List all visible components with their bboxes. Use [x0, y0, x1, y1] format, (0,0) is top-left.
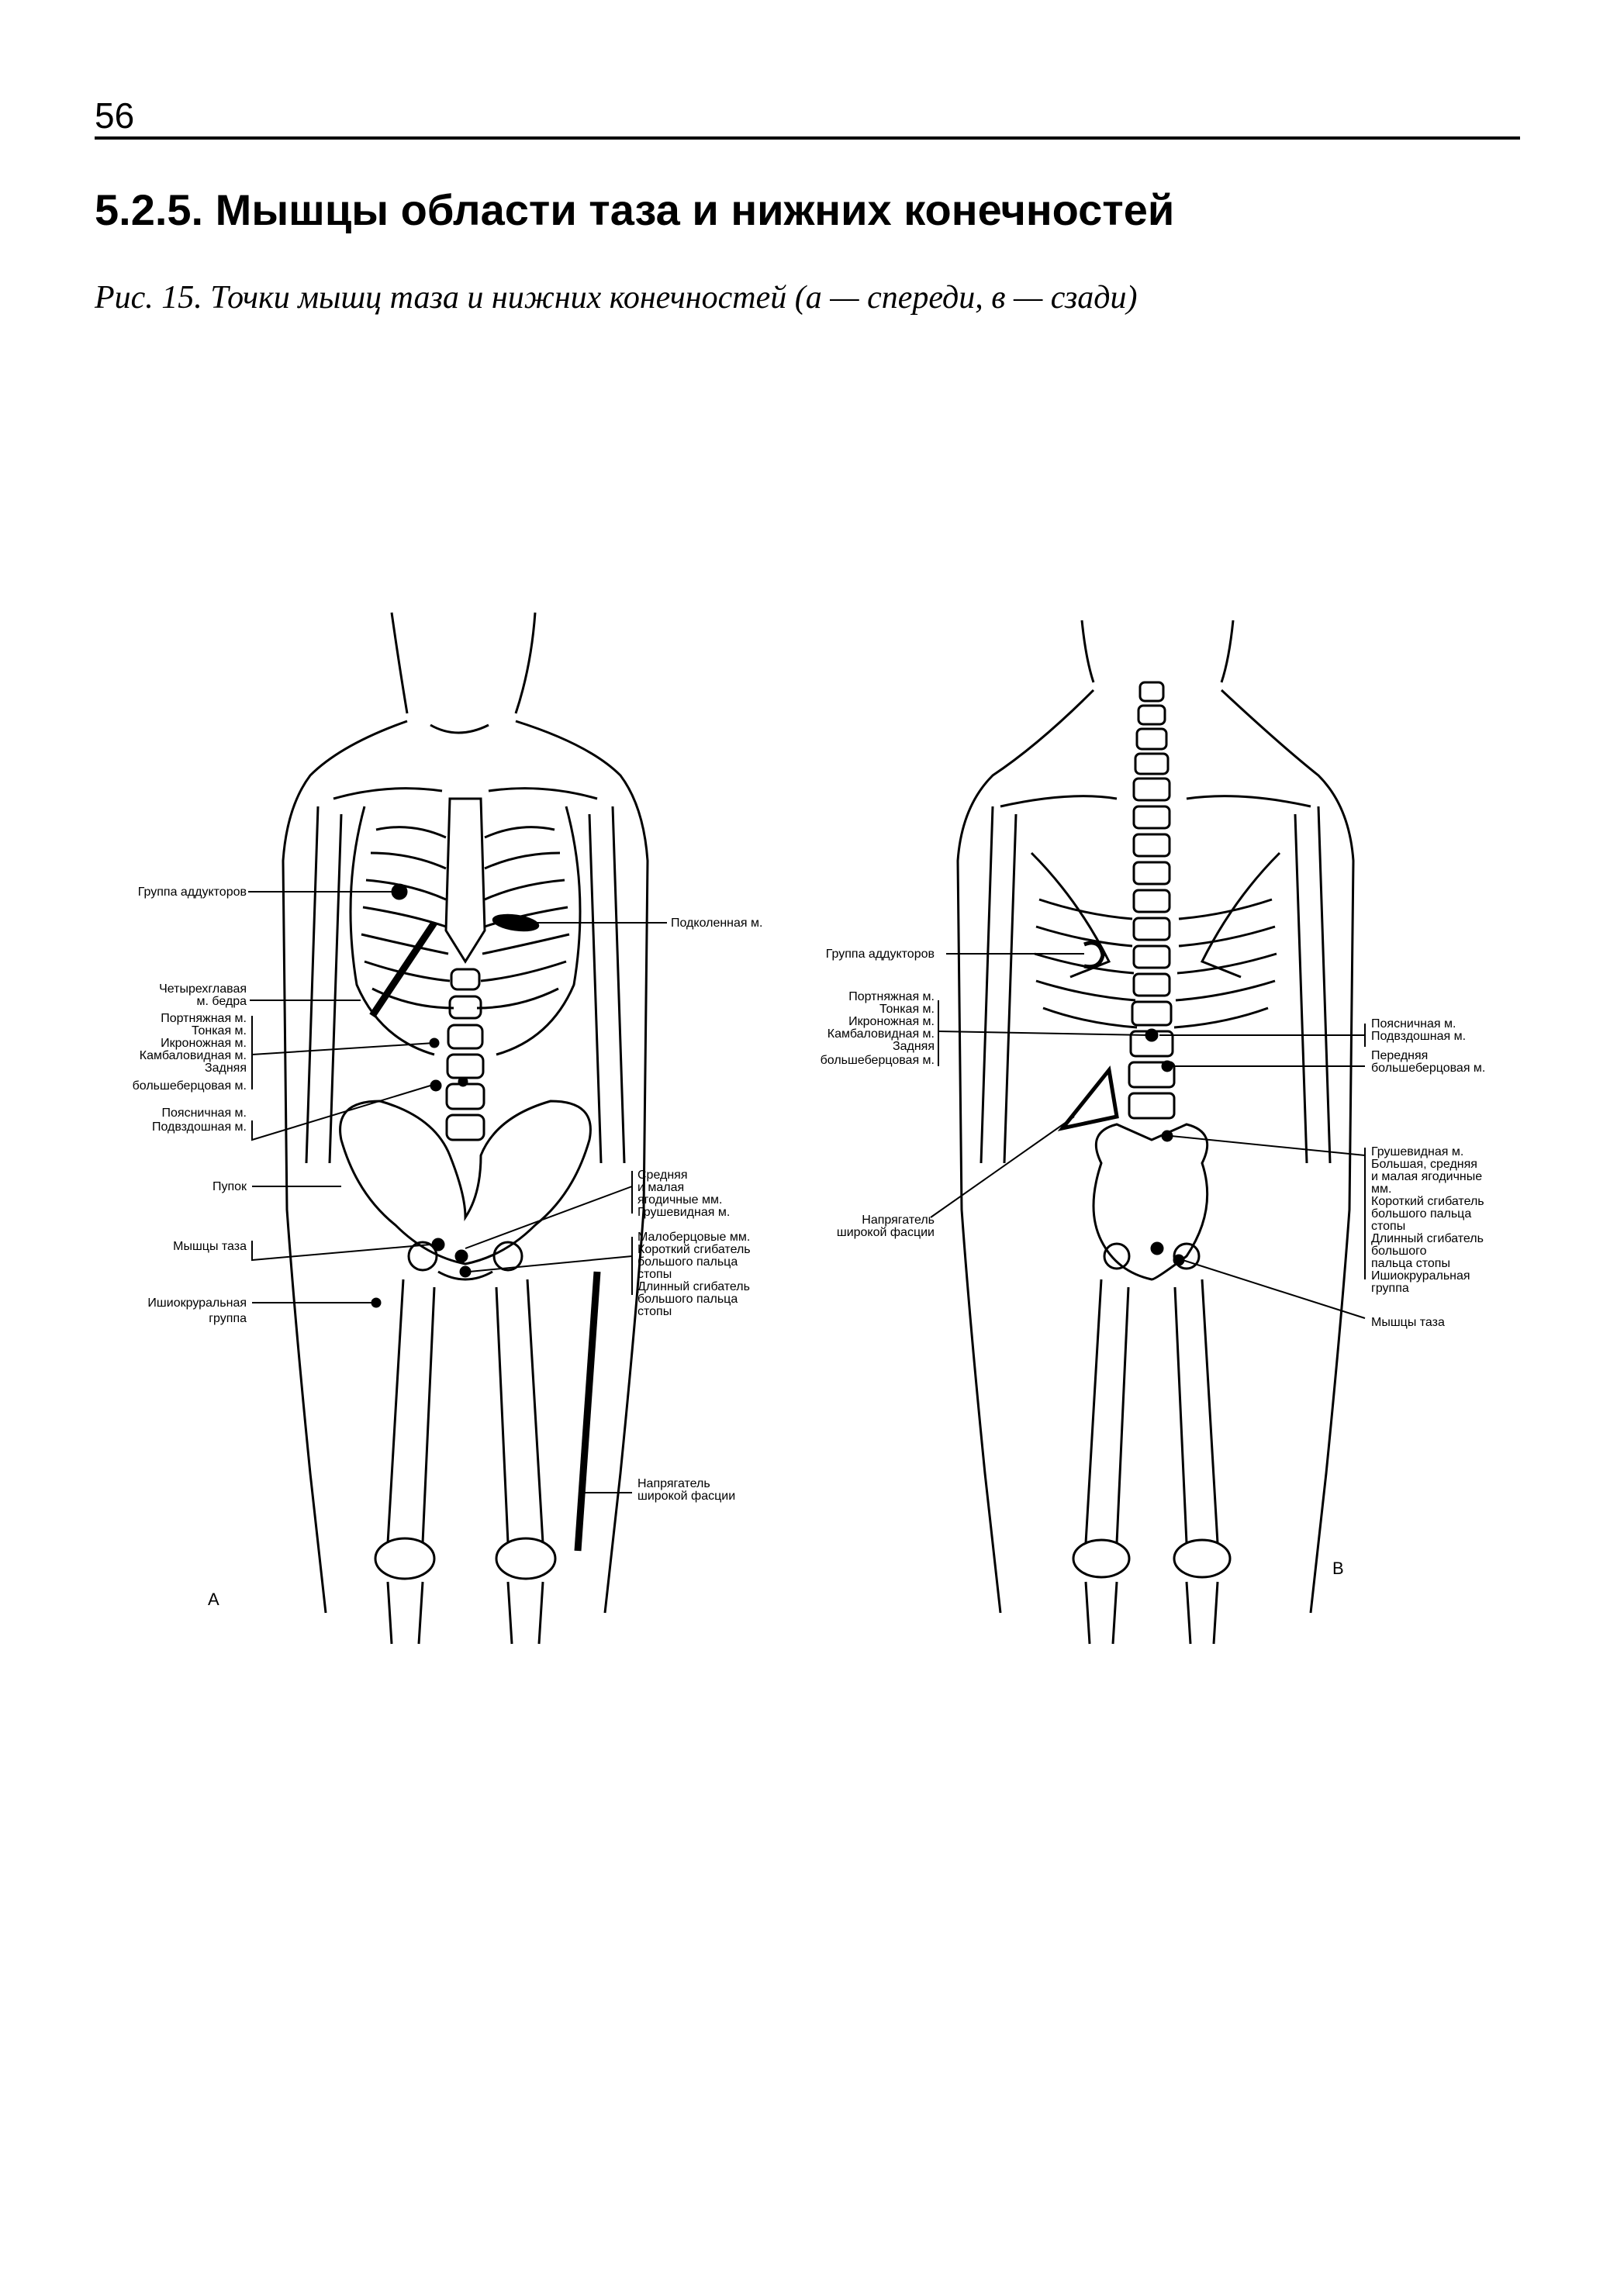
- label-sartorius-front: Портняжная м.: [161, 1012, 247, 1025]
- label-pelvic-front: Мышцы таза: [173, 1240, 247, 1253]
- labels-front-left: Группа аддукторов Четырехглавая м. бедра…: [133, 886, 247, 1325]
- label-tibpost-back-line1: Задняя: [893, 1040, 935, 1053]
- label-pir-line7: стопы: [1371, 1220, 1405, 1233]
- skeleton-back-illustration: [956, 620, 1355, 1645]
- label-gracilis-front: Тонкая м.: [192, 1024, 247, 1038]
- label-soleus-front: Камбаловидная м.: [140, 1049, 247, 1062]
- muscle-marks-front: [369, 883, 601, 1552]
- leader-lines-front: [248, 891, 667, 1493]
- label-quad-line1: Четырехглавая: [159, 982, 247, 996]
- labels-back-right: Поясничная м. Подвздошная м. Передняя бо…: [1371, 1017, 1485, 1329]
- label-iliacus-front: Подвздошная м.: [152, 1120, 247, 1134]
- label-hamstring-line1: Ишиокруральная: [147, 1296, 247, 1310]
- label-fhb-line1: Короткий сгибатель: [637, 1243, 751, 1256]
- label-gracilis-back: Тонкая м.: [879, 1003, 935, 1016]
- label-pir-line6: большого пальца: [1371, 1207, 1471, 1221]
- panel-label-a: A: [208, 1590, 219, 1609]
- label-pir-line1: Грушевидная м.: [1371, 1145, 1463, 1158]
- labels-back-left: Группа аддукторов Портняжная м. Тонкая м…: [821, 948, 935, 1239]
- label-fhb-line3: стопы: [637, 1268, 672, 1281]
- label-tibpost-back-line2: большеберцовая м.: [821, 1054, 935, 1067]
- label-adductors-front: Группа аддукторов: [138, 886, 247, 899]
- label-quad-line2: м. бедра: [196, 995, 247, 1008]
- label-fhl-line3: стопы: [637, 1305, 672, 1318]
- label-sartorius-back: Портняжная м.: [848, 990, 935, 1003]
- label-tfl-back-line2: широкой фасции: [837, 1226, 935, 1239]
- label-tfl-back-line1: Напрягатель: [862, 1214, 935, 1227]
- label-hamstring-line2: группа: [209, 1312, 247, 1325]
- label-tibpost-line2: большеберцовая м.: [133, 1079, 247, 1093]
- section-title: 5.2.5. Мышцы области таза и нижних конеч…: [95, 185, 1175, 234]
- label-tibant-line2: большеберцовая м.: [1371, 1062, 1485, 1075]
- label-pir-line9: большого: [1371, 1245, 1427, 1258]
- label-pelvic-back: Мышцы таза: [1371, 1316, 1445, 1329]
- label-soleus-back: Камбаловидная м.: [828, 1027, 935, 1041]
- page-number: 56: [95, 95, 135, 136]
- label-pir-line2: Большая, средняя: [1371, 1158, 1477, 1171]
- label-psoas-front: Поясничная м.: [162, 1107, 247, 1120]
- label-navel: Пупок: [212, 1180, 247, 1193]
- label-tfl-front-line2: широкой фасции: [637, 1490, 735, 1503]
- label-tibant-line1: Передняя: [1371, 1049, 1428, 1062]
- label-tfl-front-line1: Напрягатель: [637, 1477, 710, 1490]
- panel-label-b: B: [1332, 1559, 1344, 1578]
- label-glut-line3: ягодичные мм.: [637, 1193, 722, 1207]
- label-pir-line4: мм.: [1371, 1183, 1391, 1196]
- figure-caption: Рис. 15. Точки мышц таза и нижних конечн…: [95, 280, 1138, 316]
- label-popliteus: Подколенная м.: [671, 917, 762, 930]
- label-psoas-back: Поясничная м.: [1371, 1017, 1456, 1031]
- label-adductors-back: Группа аддукторов: [826, 948, 935, 961]
- label-iliacus-back: Подвздошная м.: [1371, 1030, 1466, 1043]
- label-pir-line12: группа: [1371, 1282, 1409, 1295]
- label-pir-line11: Ишиокруральная: [1371, 1269, 1470, 1283]
- label-glut-line1: Средняя: [637, 1169, 688, 1182]
- label-tibpost-line1: Задняя: [205, 1062, 247, 1075]
- skeleton-front-illustration: [282, 612, 649, 1645]
- labels-front-right: Подколенная м. Средняя и малая ягодичные…: [637, 917, 762, 1503]
- label-pir-line5: Короткий сгибатель: [1371, 1195, 1484, 1208]
- label-fhb-line2: большого пальца: [637, 1255, 738, 1269]
- header-rule: [95, 136, 1520, 140]
- leader-lines-back: [930, 953, 1366, 1319]
- label-glut-line2: и малая: [637, 1181, 684, 1194]
- label-gastrocnemius-back: Икроножная м.: [848, 1015, 935, 1028]
- label-pir-line3: и малая ягодичные: [1371, 1170, 1482, 1183]
- label-fhl-line1: Длинный сгибатель: [637, 1280, 750, 1293]
- label-gastrocnemius-front: Икроножная м.: [161, 1037, 247, 1050]
- label-fhl-line2: большого пальца: [637, 1293, 738, 1306]
- label-pir-line10: пальца стопы: [1371, 1257, 1450, 1270]
- label-peroneus: Малоберцовые мм.: [637, 1231, 750, 1244]
- label-piriformis-front: Грушевидная м.: [637, 1206, 730, 1219]
- label-pir-line8: Длинный сгибатель: [1371, 1232, 1484, 1245]
- muscle-marks-back: [1057, 941, 1185, 1266]
